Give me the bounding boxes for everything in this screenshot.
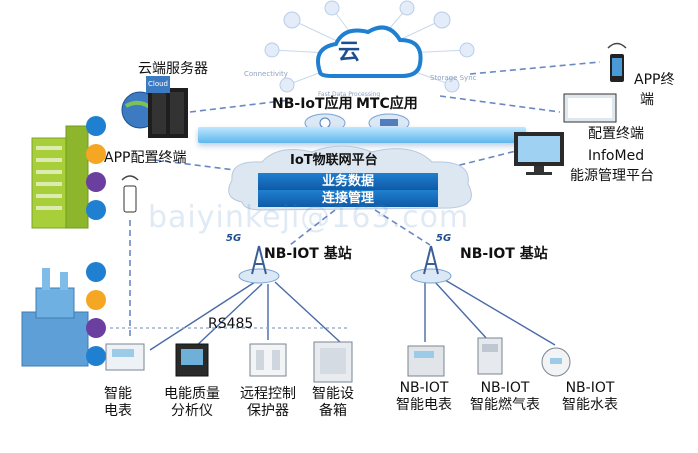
base-station-right-icon <box>410 245 452 284</box>
device-nbiot-water-meter: NB-IOT 智能水表 <box>562 380 618 414</box>
base-station-left-label: NB-IOT 基站 <box>264 246 352 262</box>
device-nbiot-gas-meter-line1: NB-IOT <box>480 380 530 396</box>
nbiot-water-meter-device-icon <box>541 347 571 377</box>
link-bs-left-analyzer <box>191 283 263 351</box>
fast-data-caption: Fast Data Processing <box>318 91 381 98</box>
device-nbiot-water-meter-line2: 智能水表 <box>562 397 618 413</box>
device-nbiot-meter-line2: 智能电表 <box>396 397 452 413</box>
link-bs-left-box <box>274 281 341 343</box>
device-smart-cabinet: 智能设 备箱 <box>312 386 354 420</box>
device-nbiot-water-meter-line1: NB-IOT <box>565 380 615 396</box>
device-smart-meter-line1: 智能 <box>104 386 132 402</box>
connectivity-caption: Connectivity <box>244 70 288 78</box>
storage-sync-caption: Storage Sync <box>430 74 477 82</box>
link-bs-right-gas <box>434 281 489 341</box>
device-remote-protector-line2: 保护器 <box>247 403 289 419</box>
link-bs-right-water <box>444 279 556 346</box>
cloud-server-icon <box>121 88 188 138</box>
building-sensor-icons <box>86 116 106 220</box>
cloud-badge: Cloud <box>146 76 170 93</box>
watermark-text: baiyinkeji@163.com <box>148 200 470 235</box>
cloud-glyph: 云 <box>338 40 361 65</box>
device-power-analyzer: 电能质量 分析仪 <box>164 386 220 420</box>
device-smart-cabinet-line1: 智能设 <box>312 386 354 402</box>
energy-platform-label: 能源管理平台 <box>570 168 654 184</box>
link-bs-left-meter <box>149 281 256 351</box>
five-g-left-badge: 5G <box>226 233 242 244</box>
link-building-cloud <box>154 159 236 171</box>
nbiot-gas-meter-device-icon <box>477 337 503 375</box>
infomed-label: InfoMed <box>588 148 645 164</box>
device-smart-cabinet-line2: 备箱 <box>319 403 347 419</box>
factory-sensor-icons <box>86 262 106 366</box>
nbiot-meter-device-icon <box>407 345 445 377</box>
device-nbiot-meter: NB-IOT 智能电表 <box>396 380 452 414</box>
power-analyzer-device-icon <box>175 343 209 377</box>
device-smart-meter-line2: 电表 <box>104 403 132 419</box>
base-station-left-icon <box>238 245 280 284</box>
factory-icon <box>21 268 89 367</box>
device-remote-protector-line1: 远程控制 <box>240 386 296 402</box>
smart-cabinet-device-icon <box>313 341 353 383</box>
remote-protector-device-icon <box>249 343 287 377</box>
nbiot-app-label: NB-IoT应用 <box>272 96 353 112</box>
app-terminal-label-2: 端 <box>640 92 654 108</box>
device-power-analyzer-line1: 电能质量 <box>164 386 220 402</box>
cloud-server-label: 云端服务器 <box>138 61 208 77</box>
rs485-label: RS485 <box>208 316 254 332</box>
infomed-monitor-icon <box>514 132 564 175</box>
app-terminal-phone-icon <box>607 42 627 82</box>
application-platform-bar <box>198 127 526 143</box>
building-icon <box>31 125 89 229</box>
cloud-hub-graphic <box>264 0 475 93</box>
device-nbiot-gas-meter-line2: 智能燃气表 <box>470 397 540 413</box>
five-g-right-badge: 5G <box>436 233 452 244</box>
connection-mgmt-band: 连接管理 <box>258 190 438 207</box>
mobile-phone-icon <box>121 175 139 213</box>
business-data-band: 业务数据 <box>258 173 438 190</box>
app-terminal-label-1: APP终 <box>634 72 675 88</box>
iot-platform-label: IoT物联网平台 <box>290 153 378 168</box>
link-server-cloud <box>189 99 291 113</box>
app-config-terminal-label: APP配置终端 <box>104 150 187 166</box>
device-smart-meter: 智能 电表 <box>104 386 132 420</box>
mtc-app-label: MTC应用 <box>356 96 418 112</box>
device-nbiot-meter-line1: NB-IOT <box>399 380 449 396</box>
device-remote-protector: 远程控制 保护器 <box>240 386 296 420</box>
device-nbiot-gas-meter: NB-IOT 智能燃气表 <box>470 380 540 414</box>
config-terminal-laptop-icon <box>563 93 617 123</box>
config-terminal-label: 配置终端 <box>588 126 644 142</box>
device-power-analyzer-line2: 分析仪 <box>171 403 213 419</box>
link-cloud-app-terminal <box>469 61 601 75</box>
link-cloud-config-terminal <box>439 95 561 113</box>
base-station-right-label: NB-IOT 基站 <box>460 246 548 262</box>
smart-meter-device-icon <box>105 343 145 371</box>
link-cloud-bs-right <box>374 209 431 246</box>
